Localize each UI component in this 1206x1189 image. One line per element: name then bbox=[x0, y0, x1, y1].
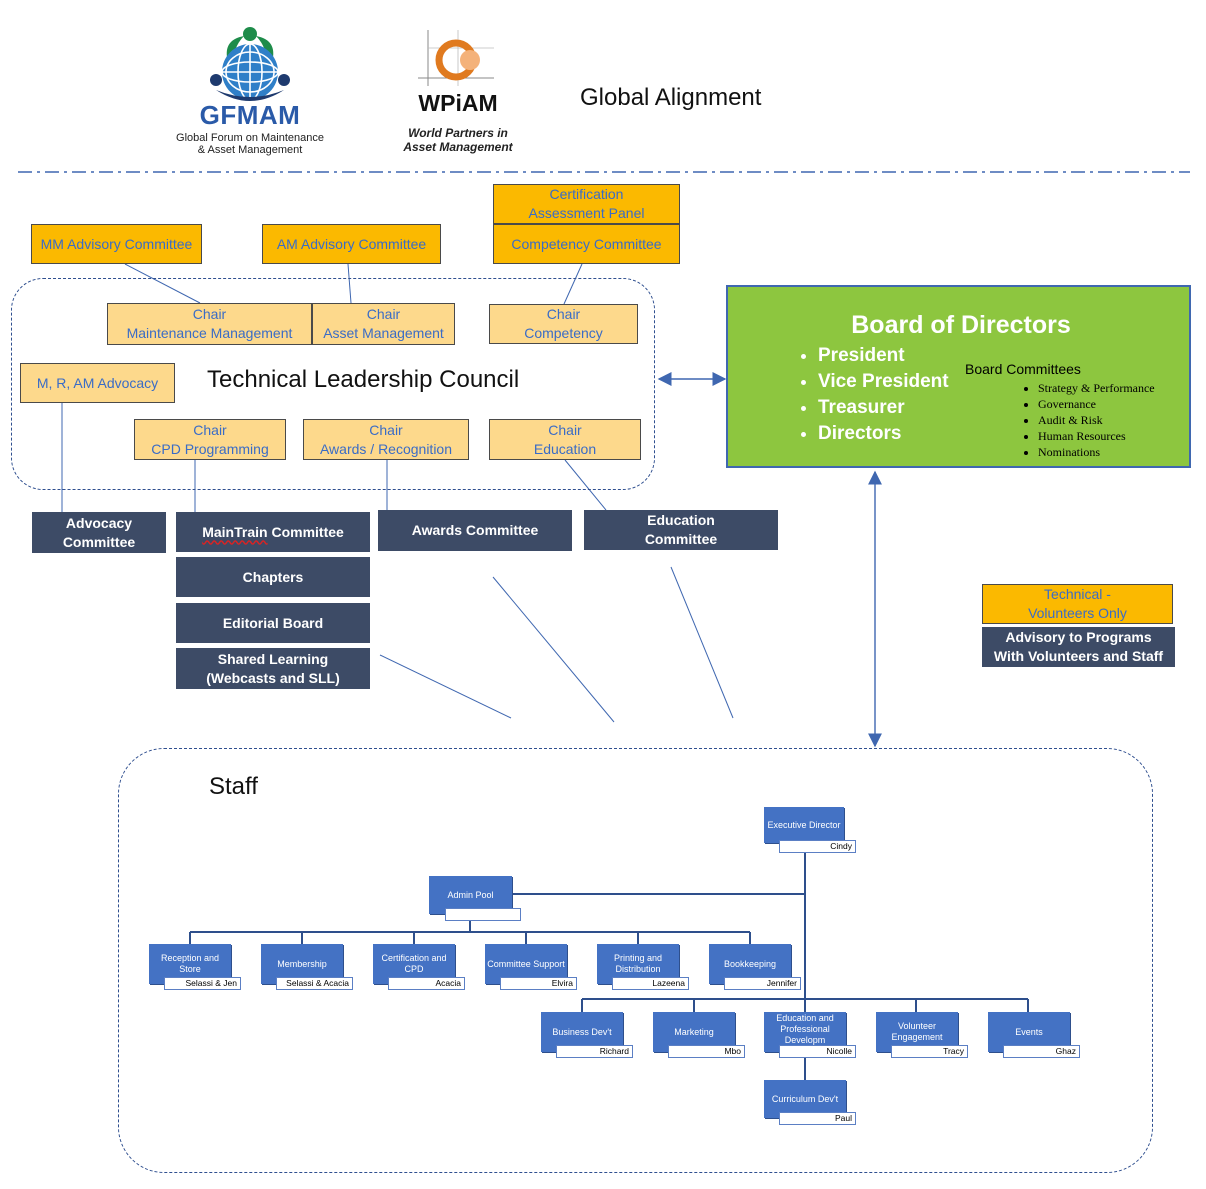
staff-education-name: Nicolle bbox=[779, 1045, 856, 1058]
gfmam-sub-line1: Global Forum on Maintenance bbox=[176, 132, 324, 144]
staff-marketing-name: Mbo bbox=[668, 1045, 745, 1058]
chair-mm-line2: Maintenance Management bbox=[126, 325, 293, 341]
page-title: Global Alignment bbox=[580, 84, 762, 111]
education-committee: Education Committee bbox=[584, 510, 778, 550]
staff-curriculum-name: Paul bbox=[779, 1112, 856, 1125]
chair-maintenance-management: Chair Maintenance Management bbox=[107, 303, 312, 345]
chair-am-line1: Chair bbox=[366, 306, 401, 322]
legend-advisory-line1: Advisory to Programs bbox=[1005, 629, 1152, 645]
staff-admin-pool: Admin Pool bbox=[429, 876, 512, 914]
chair-competency: Chair Competency bbox=[489, 304, 638, 344]
chair-am-line2: Asset Management bbox=[323, 325, 444, 341]
mm-advisory-committee: MM Advisory Committee bbox=[31, 224, 202, 264]
wpiam-subtitle: World Partners in Asset Management bbox=[398, 126, 518, 154]
board-committee-item: Governance bbox=[1038, 396, 1155, 412]
staff-curriculum-dev: Curriculum Dev't bbox=[764, 1080, 846, 1118]
staff-certification-name: Acacia bbox=[388, 977, 465, 990]
staff-executive-director: Executive Director bbox=[764, 807, 844, 843]
maintrain-rest: Committee bbox=[267, 523, 344, 540]
staff-business-dev-name: Richard bbox=[556, 1045, 633, 1058]
board-committee-item: Audit & Risk bbox=[1038, 412, 1155, 428]
chair-education-line2: Education bbox=[533, 440, 597, 457]
chair-competency-line2: Competency bbox=[524, 325, 603, 341]
board-title: Board of Directors bbox=[851, 311, 1071, 339]
legend-technical-line1: Technical - bbox=[1044, 586, 1111, 602]
certification-assessment-panel: Certification Assessment Panel bbox=[493, 184, 680, 224]
advocacy-committee: Advocacy Committee bbox=[32, 512, 166, 553]
chair-education: Chair Education bbox=[489, 419, 641, 460]
staff-executive-name: Cindy bbox=[779, 840, 856, 853]
staff-admin-pool-name bbox=[445, 908, 521, 921]
board-committee-item: Human Resources bbox=[1038, 428, 1155, 444]
chair-mm-line1: Chair bbox=[192, 306, 227, 322]
legend-advisory-line2: With Volunteers and Staff bbox=[993, 648, 1164, 664]
am-advisory-committee: AM Advisory Committee bbox=[262, 224, 441, 264]
staff-bookkeeping-name: Jennifer bbox=[724, 977, 801, 990]
board-role: Treasurer bbox=[818, 395, 949, 421]
board-roles: President Vice President Treasurer Direc… bbox=[780, 343, 949, 447]
editorial-board-box: Editorial Board bbox=[176, 603, 370, 643]
staff-printing-name: Lazeena bbox=[612, 977, 689, 990]
legend-technical-line2: Volunteers Only bbox=[1028, 605, 1127, 621]
board-role: Vice President bbox=[818, 369, 949, 395]
maintrain-committee: MainTrain Committee bbox=[176, 512, 370, 552]
education-committee-line1: Education bbox=[647, 512, 715, 528]
board-role: Directors bbox=[818, 421, 949, 447]
gfmam-globe-logo bbox=[210, 27, 290, 101]
staff-volunteer-name: Tracy bbox=[891, 1045, 968, 1058]
wpiam-logo-mark bbox=[418, 30, 494, 86]
board-committees-list: Strategy & Performance Governance Audit … bbox=[990, 380, 1155, 460]
shared-learning-box: Shared Learning (Webcasts and SLL) bbox=[176, 648, 370, 689]
board-committee-item: Nominations bbox=[1038, 444, 1155, 460]
advocacy-box: M, R, AM Advocacy bbox=[20, 363, 175, 403]
chair-cpd-programming: Chair CPD Programming bbox=[134, 419, 286, 460]
staff-reception-store: Reception and Store bbox=[149, 944, 231, 984]
advocacy-committee-line2: Committee bbox=[62, 533, 136, 550]
board-role: President bbox=[818, 343, 949, 369]
staff-membership-name: Selassi & Acacia bbox=[276, 977, 353, 990]
shared-learning-line2: (Webcasts and SLL) bbox=[206, 669, 340, 686]
board-of-directors: Board of Directors President Vice Presid… bbox=[726, 285, 1191, 468]
chair-awards-recognition: Chair Awards / Recognition bbox=[303, 419, 469, 460]
awards-committee: Awards Committee bbox=[378, 510, 572, 551]
staff-region bbox=[118, 748, 1153, 1173]
gfmam-subtitle: Global Forum on Maintenance & Asset Mana… bbox=[170, 132, 330, 156]
chair-cpd-line2: CPD Programming bbox=[151, 440, 269, 457]
gfmam-sub-line2: & Asset Management bbox=[197, 144, 303, 156]
staff-reception-name: Selassi & Jen bbox=[164, 977, 241, 990]
wpiam-name: WPiAM bbox=[418, 90, 498, 116]
gfmam-logo: GFMAM Global Forum on Maintenance & Asse… bbox=[170, 22, 330, 162]
board-committees-title: Board Committees bbox=[965, 361, 1081, 377]
competency-committee: Competency Committee bbox=[493, 224, 680, 264]
shared-learning-line1: Shared Learning bbox=[217, 650, 329, 667]
legend-technical: Technical - Volunteers Only bbox=[982, 584, 1173, 624]
certification-line1: Certification bbox=[549, 186, 624, 202]
chair-awards-line1: Chair bbox=[369, 421, 403, 438]
certification-line2: Assessment Panel bbox=[528, 205, 645, 221]
wpiam-sub-line2: Asset Management bbox=[403, 140, 513, 154]
wpiam-sub-line1: World Partners in bbox=[408, 126, 508, 140]
education-committee-line2: Committee bbox=[644, 531, 718, 547]
staff-title: Staff bbox=[209, 773, 258, 800]
tlc-title: Technical Leadership Council bbox=[207, 366, 520, 393]
chapters-box: Chapters bbox=[176, 557, 370, 597]
gfmam-name: GFMAM bbox=[199, 100, 301, 130]
chair-education-line1: Chair bbox=[548, 421, 582, 438]
legend-advisory: Advisory to Programs With Volunteers and… bbox=[982, 627, 1175, 667]
chair-asset-management: Chair Asset Management bbox=[312, 303, 455, 345]
advocacy-committee-line1: Advocacy bbox=[65, 514, 133, 531]
maintrain-word: MainTrain bbox=[202, 523, 268, 540]
tlc-region bbox=[11, 278, 655, 490]
wpiam-logo: WPiAM World Partners in Asset Management bbox=[398, 26, 518, 161]
staff-events-name: Ghaz bbox=[1003, 1045, 1080, 1058]
board-committee-item: Strategy & Performance bbox=[1038, 380, 1155, 396]
chair-competency-line1: Chair bbox=[546, 306, 581, 322]
chair-cpd-line1: Chair bbox=[193, 421, 227, 438]
chair-awards-line2: Awards / Recognition bbox=[319, 440, 453, 457]
staff-committee-support-name: Elvira bbox=[500, 977, 577, 990]
